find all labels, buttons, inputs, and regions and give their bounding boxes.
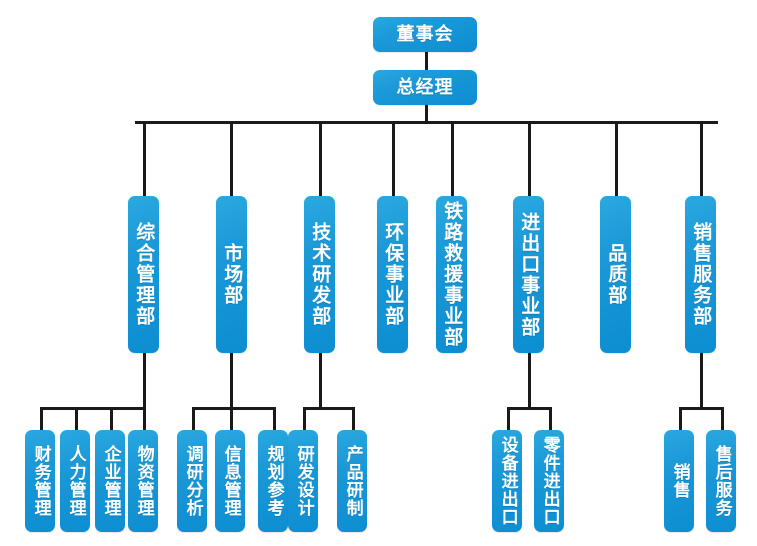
node-section-parts-import-export[interactable]: 零件进出口: [534, 430, 564, 532]
node-dept-label: 销售服务部: [690, 222, 713, 327]
node-section-label: 物资管理: [133, 445, 154, 517]
connector-dept1-child-4: [143, 407, 146, 432]
connector-dept3-bus: [303, 407, 355, 410]
connector-dept3-child-2: [352, 407, 355, 432]
node-section-information-management[interactable]: 信息管理: [215, 430, 245, 532]
connector-board-to-gm: [425, 51, 428, 78]
node-dept-import-export[interactable]: 进出口事业部: [513, 196, 544, 353]
node-section-label: 销售: [669, 463, 690, 499]
node-dept-technology-rnd[interactable]: 技术研发部: [304, 196, 335, 353]
connector-drop-dept-2: [230, 121, 233, 197]
connector-dept8-child-1: [679, 407, 682, 432]
connector-drop-dept-3: [319, 121, 322, 197]
node-section-label: 售后服务: [711, 445, 732, 517]
connector-dept6-bus: [507, 407, 552, 410]
node-dept-label: 品质部: [605, 243, 628, 306]
connector-dept1-child-2: [75, 407, 78, 432]
node-dept-label: 综合管理部: [133, 222, 156, 327]
connector-dept2-child-3: [273, 407, 276, 432]
node-section-label: 设备进出口: [497, 436, 518, 526]
node-section-human-resources-management[interactable]: 人力管理: [60, 430, 90, 532]
node-section-materials-management[interactable]: 物资管理: [128, 430, 158, 532]
node-section-label: 零件进出口: [539, 436, 560, 526]
node-dept-marketing[interactable]: 市场部: [216, 196, 247, 353]
node-section-label: 财务管理: [30, 445, 51, 517]
connector-drop-dept-5: [451, 121, 454, 197]
connector-drop-dept-6: [528, 121, 531, 197]
connector-dept1-child-3: [110, 407, 113, 432]
node-dept-sales-service[interactable]: 销售服务部: [685, 196, 716, 353]
node-board[interactable]: 董事会: [373, 17, 477, 52]
connector-dept1-stem: [143, 353, 146, 409]
node-dept-quality[interactable]: 品质部: [600, 196, 631, 353]
connector-dept6-stem: [528, 353, 531, 409]
node-section-rnd-design[interactable]: 研发设计: [288, 430, 318, 532]
connector-drop-dept-1: [143, 121, 146, 197]
node-section-label: 调研分析: [182, 445, 203, 517]
node-dept-label: 市场部: [221, 243, 244, 306]
connector-dept2-stem: [230, 353, 233, 409]
connector-drop-dept-7: [615, 121, 618, 197]
node-section-label: 信息管理: [220, 445, 241, 517]
node-general-manager[interactable]: 总经理: [373, 70, 477, 105]
connector-dept8-child-2: [721, 407, 724, 432]
node-section-enterprise-management[interactable]: 企业管理: [95, 430, 125, 532]
connector-dept3-child-1: [303, 407, 306, 432]
node-board-label: 董事会: [396, 23, 454, 45]
node-section-product-development[interactable]: 产品研制: [337, 430, 367, 532]
node-section-after-sales-service[interactable]: 售后服务: [706, 430, 736, 532]
node-section-sales[interactable]: 销售: [664, 430, 694, 532]
node-section-planning-reference[interactable]: 规划参考: [258, 430, 288, 532]
connector-dept2-child-1: [192, 407, 195, 432]
node-dept-label: 进出口事业部: [518, 211, 541, 338]
connector-dept8-bus: [679, 407, 724, 410]
node-dept-comprehensive-management[interactable]: 综合管理部: [128, 196, 159, 353]
connector-dept6-child-2: [549, 407, 552, 432]
connector-drop-dept-8: [700, 121, 703, 197]
connector-dept3-stem: [319, 353, 322, 409]
node-section-label: 人力管理: [65, 445, 86, 517]
node-section-label: 规划参考: [263, 445, 284, 517]
connector-dept2-bus: [192, 407, 276, 410]
node-section-equipment-import-export[interactable]: 设备进出口: [492, 430, 522, 532]
node-section-finance-management[interactable]: 财务管理: [25, 430, 55, 532]
node-section-research-analysis[interactable]: 调研分析: [177, 430, 207, 532]
connector-dept2-child-2: [230, 407, 233, 432]
connector-main-bus: [135, 121, 718, 124]
node-dept-environmental-protection[interactable]: 环保事业部: [377, 196, 408, 353]
connector-dept1-child-1: [40, 407, 43, 432]
connector-gm-to-bus: [425, 104, 428, 123]
node-dept-railway-rescue[interactable]: 铁路救援事业部: [436, 196, 467, 353]
node-section-label: 企业管理: [100, 445, 121, 517]
node-dept-label: 环保事业部: [382, 222, 405, 327]
connector-dept8-stem: [700, 353, 703, 409]
node-section-label: 产品研制: [342, 445, 363, 517]
connector-drop-dept-4: [392, 121, 395, 197]
node-dept-label: 铁路救援事业部: [441, 201, 464, 348]
node-general-manager-label: 总经理: [396, 76, 454, 98]
node-section-label: 研发设计: [293, 445, 314, 517]
connector-dept1-bus: [40, 407, 146, 410]
connector-dept6-child-1: [507, 407, 510, 432]
node-dept-label: 技术研发部: [309, 222, 332, 327]
